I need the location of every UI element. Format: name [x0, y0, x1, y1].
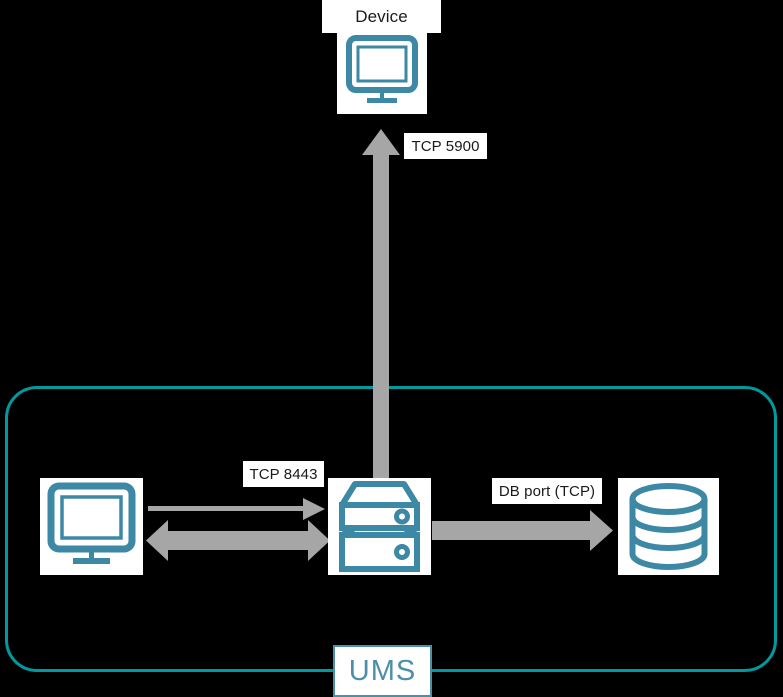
connection-label-db-port: DB port (TCP): [492, 478, 602, 504]
connection-label-tcp-8443: TCP 8443: [243, 461, 324, 487]
console-node[interactable]: [40, 478, 143, 575]
arrow-server-to-database: [432, 510, 613, 551]
monitor-icon: [346, 35, 418, 103]
server-node[interactable]: [328, 478, 431, 575]
device-label: Device: [322, 0, 441, 33]
database-node[interactable]: [618, 478, 719, 575]
arrow-console-to-server-thin: [148, 498, 325, 520]
monitor-icon: [47, 482, 136, 564]
arrow-console-to-server-bidirectional: [146, 520, 330, 561]
database-icon: [629, 483, 708, 570]
device-node[interactable]: [337, 30, 427, 114]
arrow-device-to-server: [362, 129, 400, 480]
ums-boundary-badge: UMS: [333, 645, 432, 697]
server-icon: [339, 481, 420, 572]
connection-label-tcp-5900: TCP 5900: [404, 133, 487, 159]
